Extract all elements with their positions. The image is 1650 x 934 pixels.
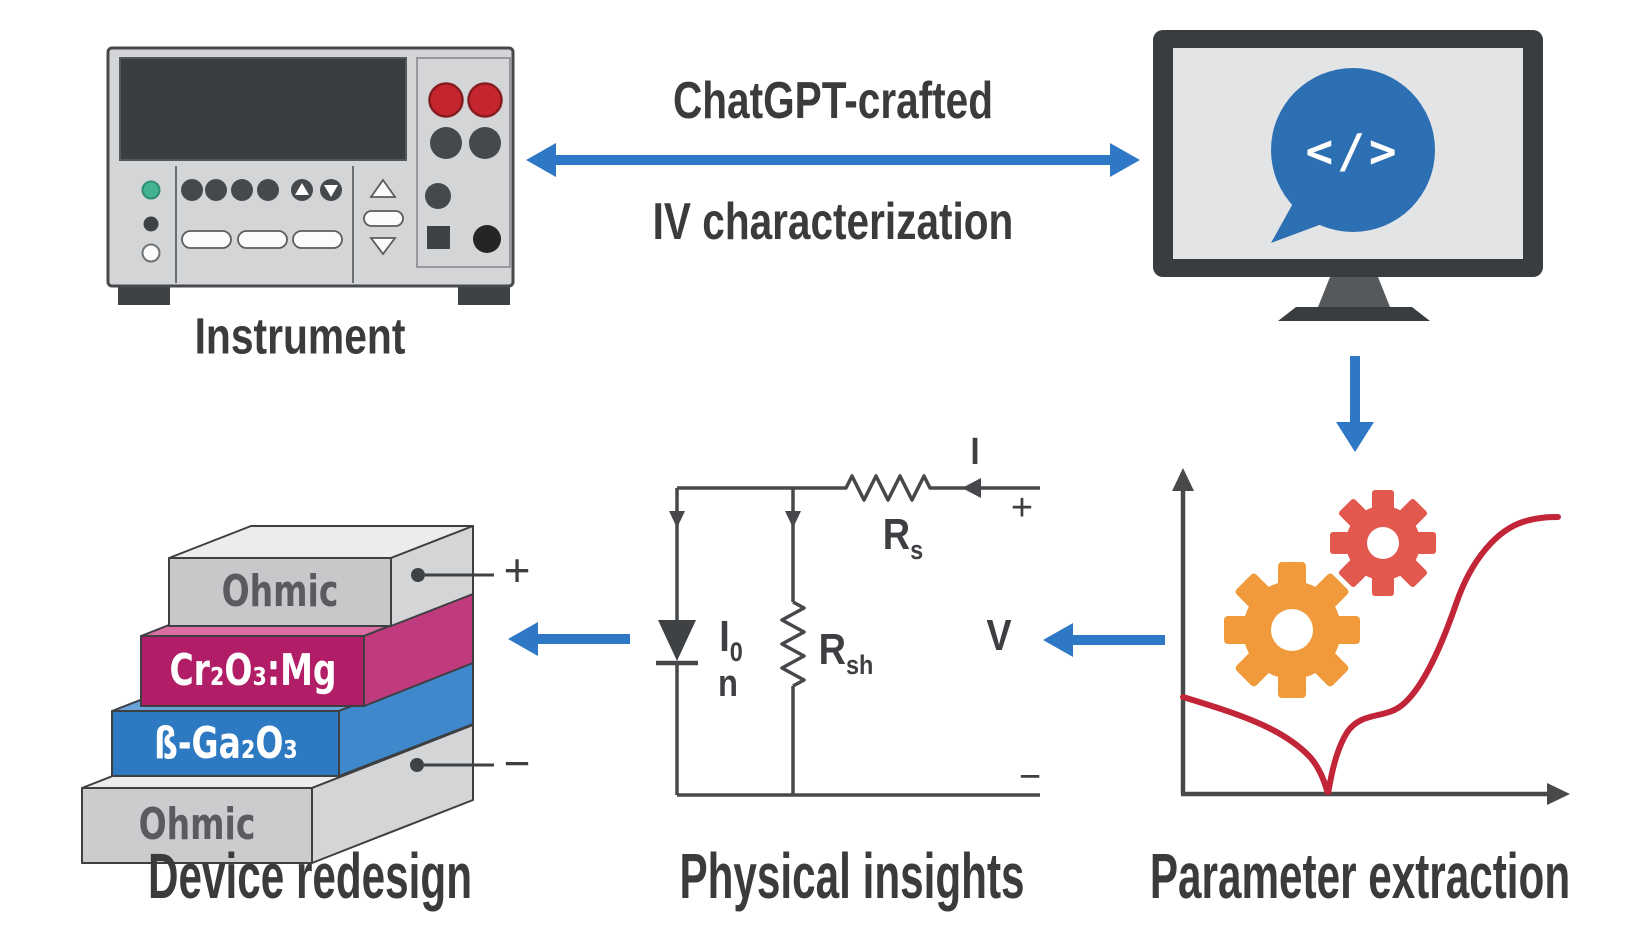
gear-red-icon — [1330, 490, 1436, 596]
shunt-resistance-label: Rsh — [818, 624, 874, 680]
circuit-plus-sign: + — [1010, 487, 1034, 529]
rsh-base: R — [818, 624, 846, 674]
down-arrow-head — [1336, 422, 1374, 452]
device-terminals — [410, 568, 494, 772]
parameter-extraction-label: Parameter extraction — [1149, 840, 1571, 912]
dark-jack-2 — [469, 127, 501, 159]
circuit-to-device-arrow-head — [508, 622, 538, 656]
top-wire-with-rs-resistor — [677, 474, 1040, 502]
monitor-base — [1278, 307, 1430, 321]
gear-orange-icon — [1224, 562, 1360, 698]
double-arrow-right-head — [1110, 143, 1140, 177]
graph-to-circuit-arrow-head — [1043, 623, 1073, 657]
rsh-resistor-icon — [780, 600, 806, 688]
flow-arrows — [508, 143, 1374, 657]
monitor-icon — [1153, 30, 1543, 321]
plus-contact-dot — [411, 568, 425, 582]
circuit-minus-sign: − — [1018, 756, 1042, 798]
equivalent-circuit — [656, 474, 1040, 797]
diode-icon — [658, 620, 696, 661]
x-axis-arrowhead — [1547, 783, 1570, 805]
parameter-extraction-plot — [1172, 468, 1570, 805]
minus-contact-dot — [410, 758, 424, 772]
rsh-sub: sh — [845, 648, 874, 680]
instrument-icon — [106, 46, 515, 305]
round-button-3 — [231, 179, 253, 201]
dark-jack-3 — [425, 183, 451, 209]
small-dark-button — [143, 216, 159, 232]
chat-bubble-tail — [1271, 198, 1330, 243]
range-up-icon — [369, 178, 397, 198]
layer-label-ohmic-bottom: Ohmic — [138, 799, 256, 850]
ideality-factor-label: n — [718, 663, 738, 705]
double-arrow-shaft — [554, 155, 1110, 165]
instrument-foot-left — [118, 282, 170, 305]
small-white-button — [141, 243, 161, 263]
chat-bubble-icon — [1271, 68, 1435, 232]
device-stack-icon — [81, 525, 494, 864]
layer-label-ohmic-top: Ohmic — [221, 566, 339, 617]
instrument-display — [119, 57, 407, 161]
arrow-caption-line1: ChatGPT-crafted — [672, 72, 994, 130]
layer-label-ga2o3: ß-Ga₂O₃ — [154, 718, 298, 769]
range-pill-button — [363, 210, 404, 227]
black-jack — [473, 225, 501, 253]
device-plus-sign: + — [503, 544, 531, 596]
down-arrow-shaft — [1350, 356, 1360, 422]
instrument-foot-right — [458, 282, 510, 305]
arrow-caption-line2: IV characterization — [652, 193, 1014, 251]
instrument-label: Instrument — [194, 307, 406, 365]
shunt-current-arrowhead — [785, 511, 801, 528]
dark-jack-1 — [430, 127, 462, 159]
instrument-panel-dividers — [175, 166, 354, 283]
up-triangle-icon — [295, 183, 309, 195]
diode-current-arrowhead — [669, 511, 685, 528]
rs-sub: s — [910, 533, 924, 565]
current-direction-arrowhead — [962, 478, 981, 498]
current-label: I — [970, 431, 980, 473]
red-jack-2 — [467, 82, 503, 118]
pill-button-2 — [237, 230, 288, 249]
round-button-4 — [257, 179, 279, 201]
pill-button-3 — [292, 230, 343, 249]
graph-to-circuit-arrow-shaft — [1071, 635, 1165, 645]
instrument-jack-panel — [416, 57, 511, 268]
code-symbol-icon: </> — [1305, 124, 1401, 178]
saturation-current-label: I0 — [719, 611, 743, 667]
range-down-icon — [369, 237, 397, 256]
series-resistance-label: Rs — [882, 509, 924, 565]
rs-base: R — [882, 509, 911, 559]
y-axis-arrowhead — [1172, 468, 1194, 491]
circuit-to-device-arrow-shaft — [536, 634, 630, 644]
square-port — [427, 226, 450, 249]
voltage-label: V — [986, 611, 1012, 660]
double-arrow-left-head — [526, 143, 556, 177]
layer-label-cr2o3: Cr₂O₃:Mg — [169, 645, 337, 696]
round-button-1 — [181, 179, 203, 201]
physical-insights-label: Physical insights — [679, 840, 1025, 912]
pill-button-1 — [181, 230, 232, 249]
i0-base: I — [719, 611, 730, 661]
i0-sub: 0 — [729, 635, 743, 667]
power-led-icon — [141, 180, 161, 200]
red-jack-1 — [428, 82, 464, 118]
device-redesign-label: Device redesign — [148, 840, 472, 912]
monitor-neck — [1318, 277, 1390, 307]
device-minus-sign: − — [503, 737, 531, 789]
iv-curve — [1180, 514, 1561, 795]
round-button-2 — [205, 179, 227, 201]
down-triangle-icon — [324, 185, 338, 197]
